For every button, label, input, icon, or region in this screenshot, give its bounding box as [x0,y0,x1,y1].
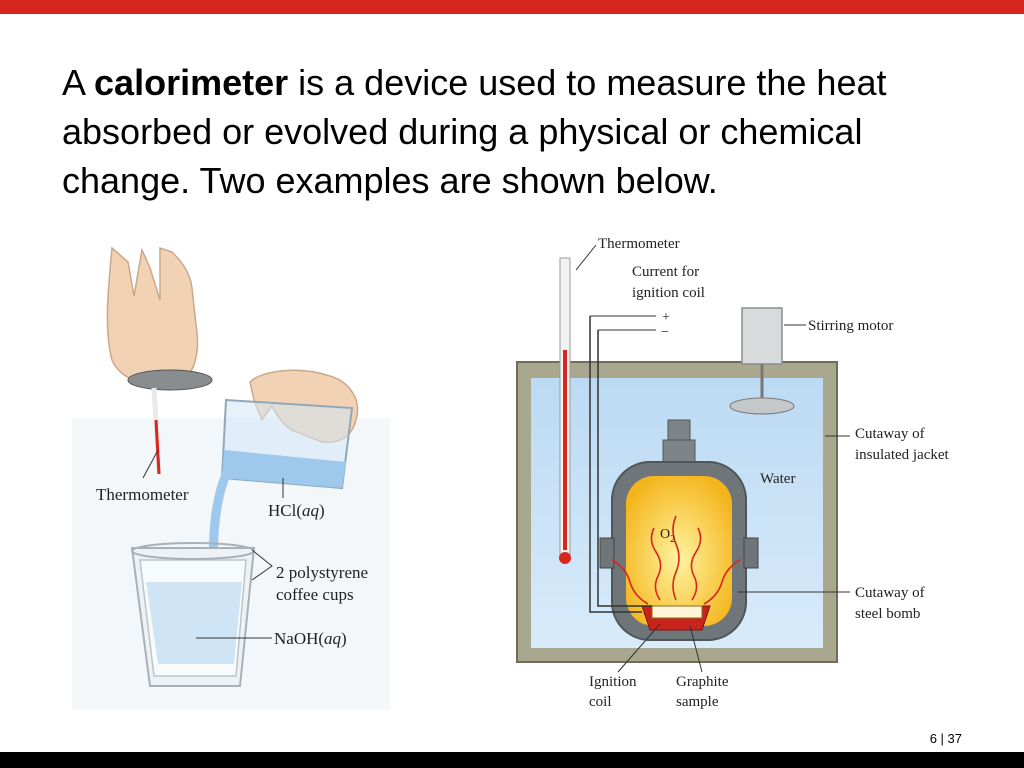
hcl-label: HCl(aq) [268,501,325,520]
thermometer-leader [142,449,159,479]
bomb-clamp-right [743,537,759,569]
ignition-label-line1: Ignition [589,674,637,690]
naoh-label: NaOH(aq) [274,629,347,648]
stirring-motor [741,307,783,365]
thermometer-bulb [559,552,571,564]
top-accent-bar [0,0,1024,14]
heat-waves [611,515,741,605]
heading-bold-term: calorimeter [94,62,289,103]
minus-sign: − [661,325,669,340]
water-label: Water [760,471,795,487]
bomb-calorimeter: Thermometer Current for ignition coil + … [516,236,950,710]
steel-bomb-label-line1: Cutaway of [855,585,925,601]
plus-sign: + [662,310,670,325]
cups-bracket [251,549,273,581]
ignition-wire-plus [589,316,642,613]
bomb-thermometer-leader [575,244,597,271]
cups-label-line1: 2 polystyrene [276,563,368,582]
hcl-liquid [222,450,346,488]
bomb-thermometer-label: Thermometer [598,236,680,252]
left-hand [106,246,199,386]
cup-lid [127,369,213,391]
bomb-clamp-left [599,537,615,569]
cup-thermometer-label: Thermometer [96,485,189,504]
slide-heading: A calorimeter is a device used to measur… [62,62,887,201]
bottom-footer-bar [0,752,1024,768]
jacket-label-line2: insulated jacket [855,447,950,463]
o2-label: O2 [660,527,675,545]
ignition-wire-minus [597,330,652,607]
stirring-motor-label: Stirring motor [808,318,893,334]
jacket-label-line1: Cutaway of [855,426,925,442]
thermometer-mercury [154,419,161,475]
cups-label-line2: coffee cups [276,585,354,604]
coffee-cup-calorimeter: Thermometer HCl(aq) 2 polystyrene coffee… [72,246,390,710]
bomb-valve [667,419,691,441]
graphite-label-line1: Graphite [676,674,729,690]
current-label-line1: Current for [632,264,699,280]
steel-bomb-label-line2: steel bomb [855,606,920,622]
naoh-liquid [146,582,242,664]
ignition-leader [617,623,661,673]
graphite-label-line2: sample [676,694,719,710]
stirrer-blade [729,397,795,415]
ignition-coil [651,605,703,619]
page-number: 6 | 37 [929,731,962,746]
bomb-neck [662,439,696,463]
bomb-thermometer-mercury [563,350,567,550]
ignition-label-line2: coil [589,694,612,710]
graphite-leader [689,625,703,673]
current-label-line2: ignition coil [632,285,705,301]
